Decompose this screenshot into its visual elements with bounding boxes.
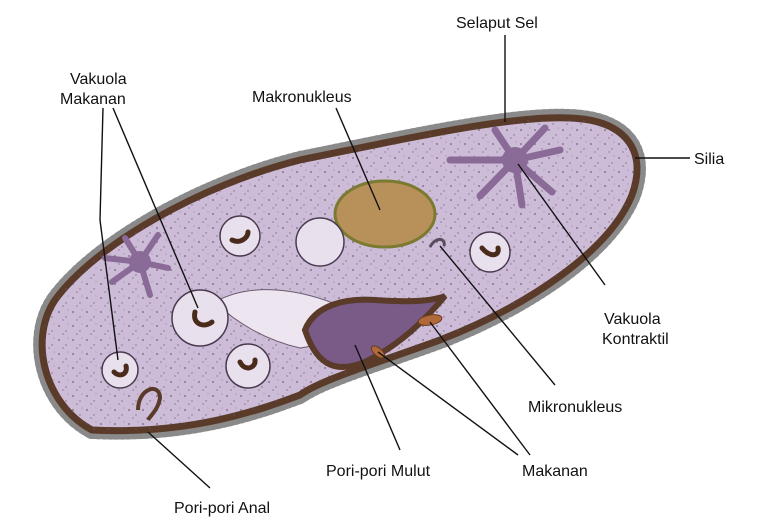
label-vakuola-kontraktil-line1: Vakuola: [604, 311, 661, 328]
label-makronukleus: Makronukleus: [252, 89, 352, 106]
label-makanan: Makanan: [522, 463, 588, 480]
label-vakuola-kontraktil-line2: Kontraktil: [602, 331, 669, 348]
label-pori-pori-anal: Pori-pori Anal: [174, 500, 270, 517]
label-vakuola-makanan-line2: Makanan: [60, 91, 126, 108]
label-selaput-sel: Selaput Sel: [456, 15, 538, 32]
macronucleus: [335, 181, 435, 247]
label-pori-pori-mulut: Pori-pori Mulut: [326, 463, 431, 480]
label-vakuola-makanan-line1: Vakuola: [70, 71, 127, 88]
label-mikronukleus: Mikronukleus: [528, 399, 622, 416]
label-silia: Silia: [694, 151, 724, 168]
